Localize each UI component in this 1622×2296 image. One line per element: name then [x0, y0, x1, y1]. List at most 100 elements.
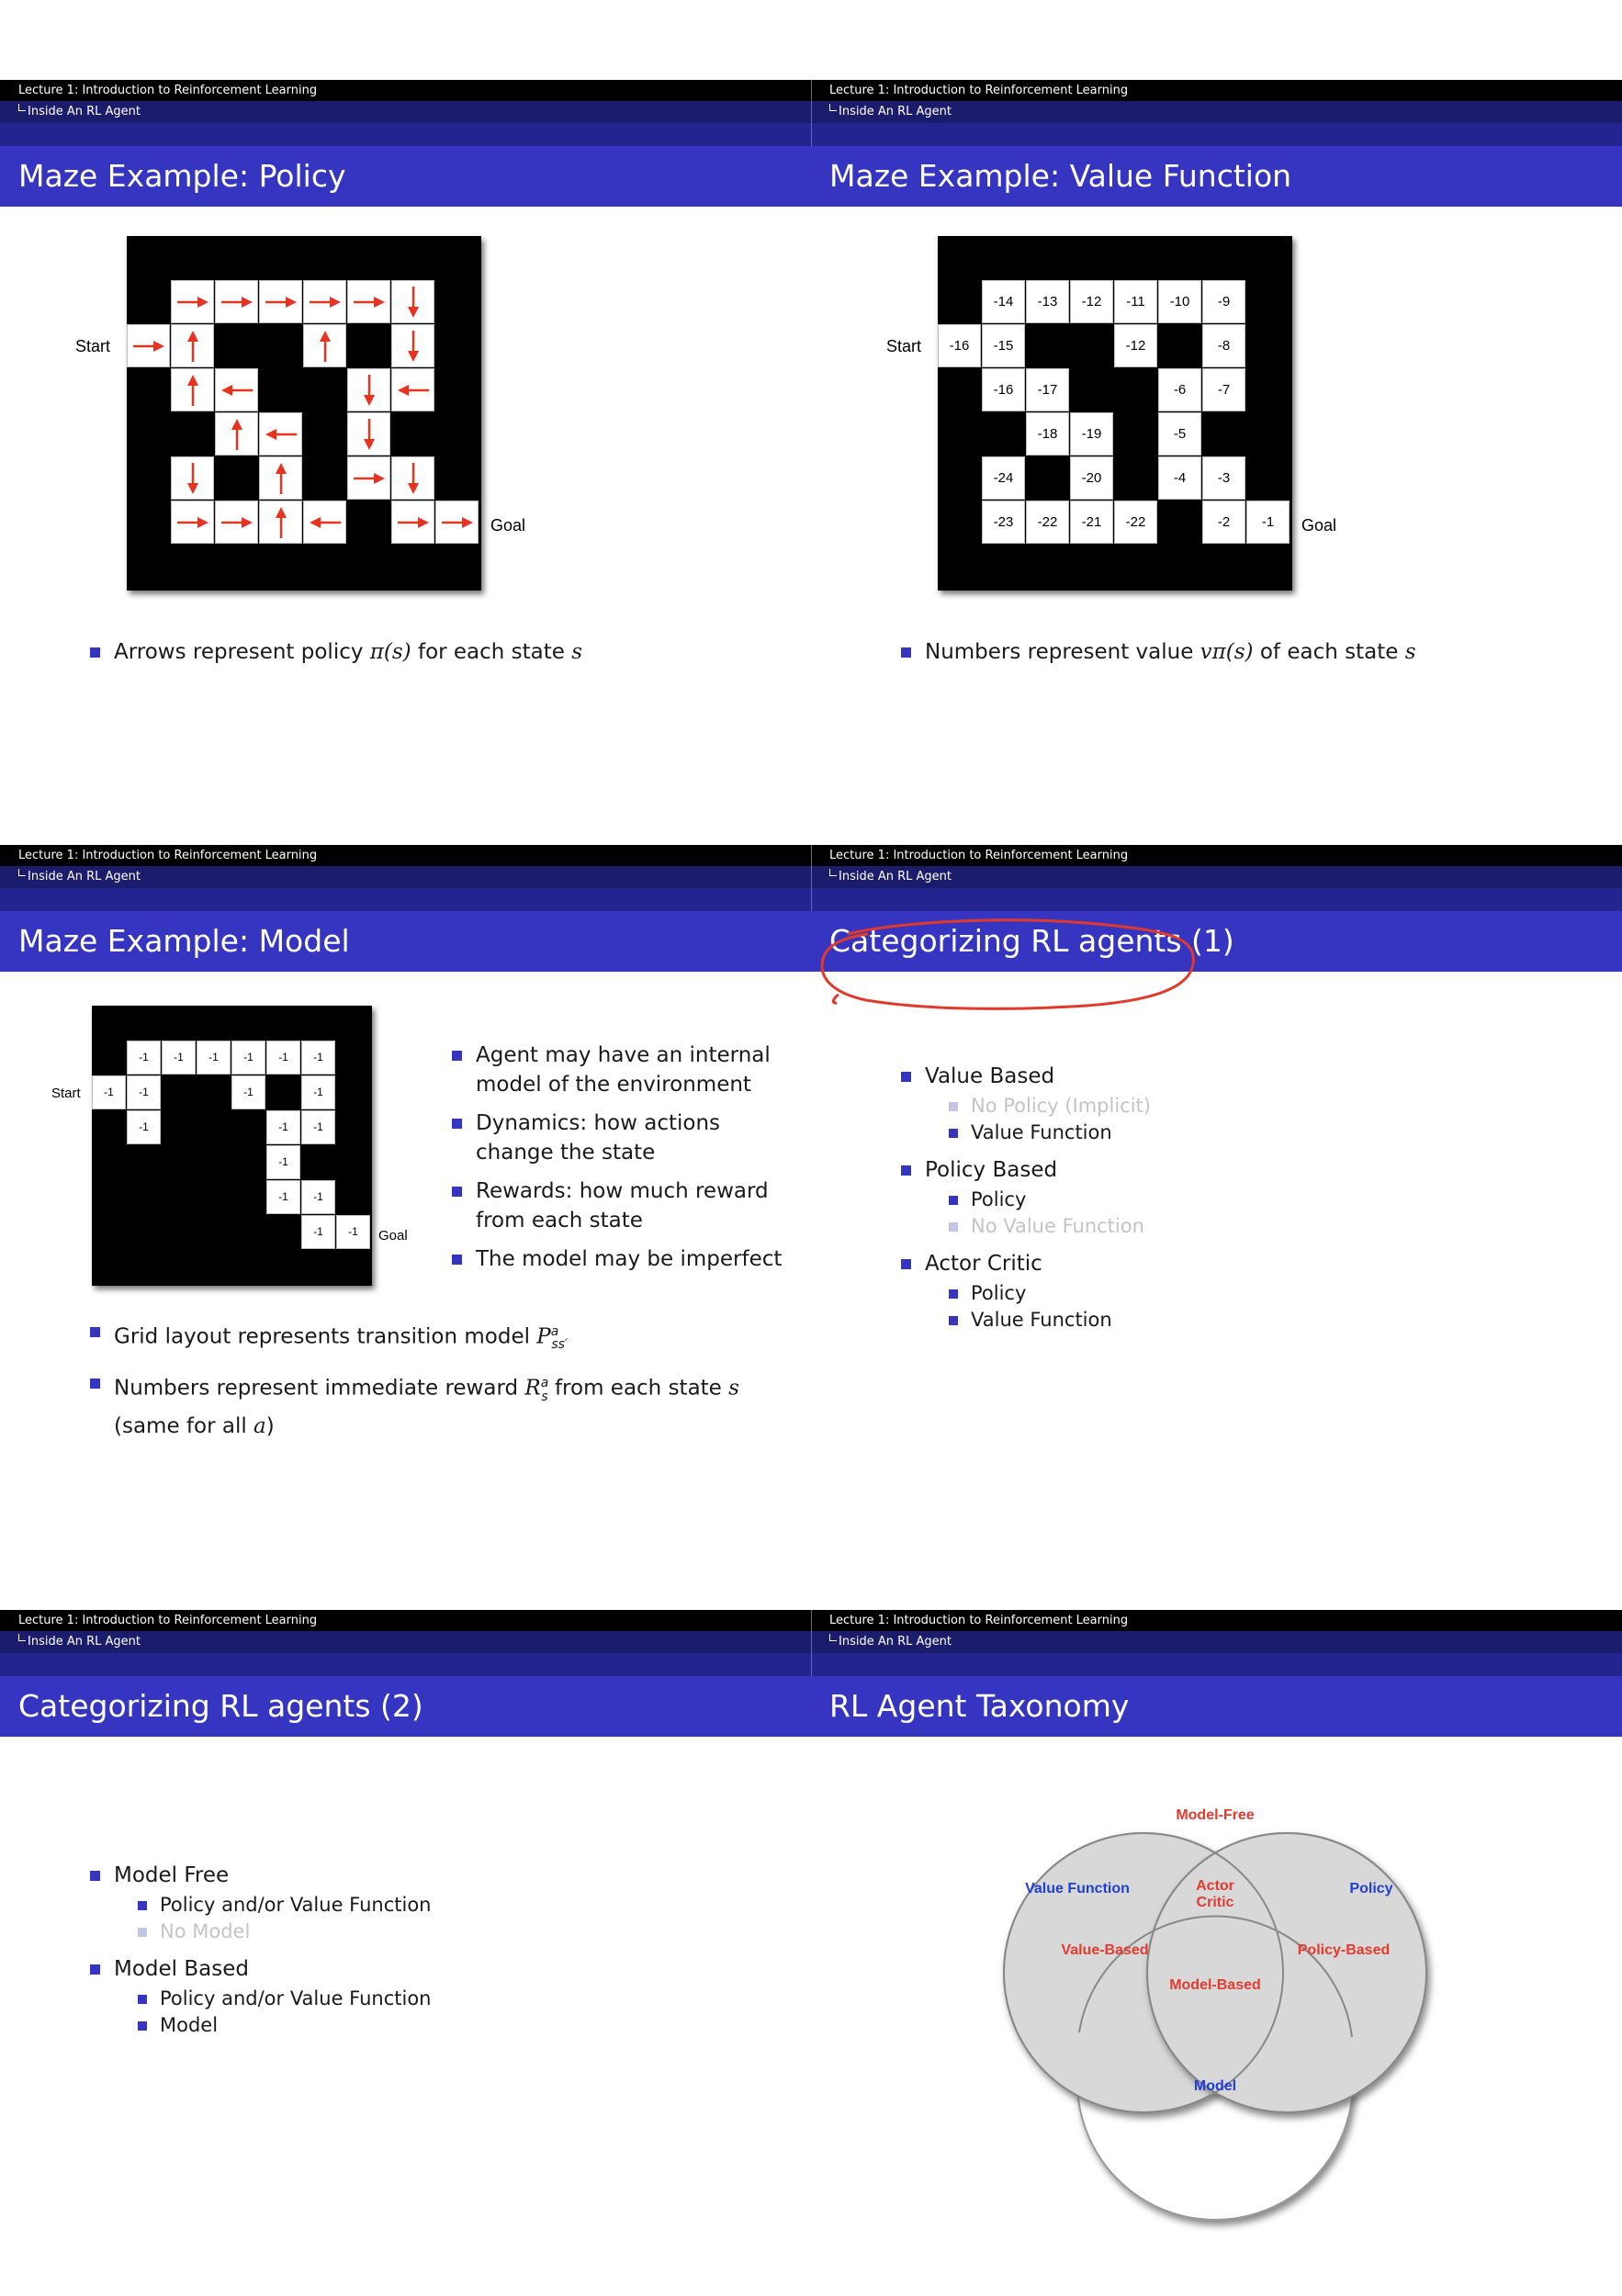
- policy-arrow-icon: [231, 419, 242, 450]
- value-cell: -4: [1158, 456, 1201, 500]
- lecture-title: Lecture 1: Introduction to Reinforcement…: [811, 845, 1622, 866]
- reward-cell: -1: [301, 1180, 335, 1214]
- value-cell: -22: [1114, 501, 1157, 544]
- taxonomy-venn: [1003, 1832, 1427, 2221]
- model-label: Model: [1193, 2078, 1237, 2094]
- section-title: Inside An RL Agent: [811, 1631, 1622, 1653]
- policy-maze: [127, 236, 481, 591]
- value-cell: -11: [1114, 280, 1157, 323]
- slide-header: Lecture 1: Introduction to Reinforcement…: [811, 80, 1622, 146]
- value-cell: -17: [1026, 368, 1069, 411]
- value-cell: -12: [1070, 280, 1113, 323]
- value-cell: -21: [1070, 501, 1113, 544]
- policy-label: Policy: [1349, 1881, 1393, 1896]
- section-label: Inside An RL Agent: [839, 1635, 952, 1649]
- lecture-title: Lecture 1: Introduction to Reinforcement…: [811, 80, 1622, 101]
- section-title: Inside An RL Agent: [811, 866, 1622, 888]
- policy-arrow-icon: [408, 463, 419, 494]
- reward-cell: -1: [127, 1075, 161, 1109]
- policy-circle: [1146, 1832, 1427, 2113]
- value-cell: -3: [1202, 456, 1245, 500]
- section-title: Inside An RL Agent: [0, 1631, 811, 1653]
- section-label: Inside An RL Agent: [839, 870, 952, 884]
- reward-cell: -1: [162, 1041, 196, 1075]
- value-bullets: Numbers represent value vπ(s) of each st…: [901, 637, 1416, 676]
- policy-arrow-icon: [221, 297, 253, 308]
- value-cell: -9: [1202, 280, 1245, 323]
- value-cell: -5: [1158, 412, 1201, 456]
- model-based-label: Model-Based: [1169, 1977, 1261, 1993]
- policy-arrow-icon: [177, 517, 208, 528]
- goal-label: Goal: [378, 1228, 408, 1244]
- policy-arrow-icon: [276, 463, 287, 494]
- section-label: Inside An RL Agent: [28, 1635, 141, 1649]
- goal-label: Goal: [1301, 516, 1337, 535]
- slide-title: Maze Example: Model: [0, 911, 811, 972]
- reward-cell: -1: [266, 1041, 300, 1075]
- slide-taxonomy: Lecture 1: Introduction to Reinforcement…: [811, 1610, 1622, 2253]
- value-cell: -16: [938, 324, 981, 367]
- bullet-item: Numbers represent value vπ(s) of each st…: [901, 637, 1416, 667]
- policy-arrows: [133, 287, 473, 538]
- value-cell: -24: [982, 456, 1025, 500]
- slide-header: Lecture 1: Introduction to Reinforcement…: [811, 1610, 1622, 1676]
- value-cell: -20: [1070, 456, 1113, 500]
- reward-cell: -1: [266, 1145, 300, 1179]
- bullet-item: Model Based Policy and/or Value Function…: [90, 1954, 432, 2039]
- value-cell: -1: [1246, 501, 1290, 544]
- value-cell: -13: [1026, 280, 1069, 323]
- annotation-circle: [820, 918, 1195, 1010]
- sub-bullet-item: Value Function: [949, 1307, 1151, 1334]
- reward-cell: -1: [197, 1041, 231, 1075]
- cat1-bullets: Value Based No Policy (Implicit)Value Fu…: [901, 1062, 1151, 1343]
- sub-bullet-item: Policy: [949, 1280, 1151, 1307]
- policy-arrow-icon: [133, 341, 164, 352]
- section-title: Inside An RL Agent: [811, 101, 1622, 123]
- policy-arrow-icon: [442, 517, 473, 528]
- value-cell: -6: [1158, 368, 1201, 411]
- policy-arrow-icon: [364, 419, 375, 450]
- policy-bullets: Arrows represent policy π(s) for each st…: [90, 637, 582, 676]
- goal-label: Goal: [490, 516, 526, 535]
- policy-arrow-icon: [398, 517, 429, 528]
- reward-cell: -1: [127, 1110, 161, 1144]
- sub-bullet-item: No Model: [138, 1919, 432, 1945]
- slide-model: Lecture 1: Introduction to Reinforcement…: [0, 845, 811, 1488]
- sub-bullet-item: Policy and/or Value Function: [138, 1892, 432, 1919]
- slide-title: RL Agent Taxonomy: [811, 1676, 1622, 1737]
- start-label: Start: [75, 337, 111, 355]
- slide-title: Categorizing RL agents (1): [811, 911, 1622, 972]
- lecture-title: Lecture 1: Introduction to Reinforcement…: [0, 80, 811, 101]
- sub-bullet-item: Policy: [949, 1187, 1151, 1213]
- policy-arrow-icon: [364, 375, 375, 406]
- reward-cell: -1: [92, 1075, 126, 1109]
- policy-arrow-icon: [265, 297, 297, 308]
- section-label: Inside An RL Agent: [28, 870, 141, 884]
- slide-header: Lecture 1: Introduction to Reinforcement…: [0, 80, 811, 146]
- policy-arrow-icon: [354, 297, 385, 308]
- policy-arrow-icon: [310, 517, 341, 528]
- policy-arrow-icon: [408, 287, 419, 318]
- slide-policy: Lecture 1: Introduction to Reinforcement…: [0, 80, 811, 723]
- actor-critic-label-2: Critic: [1196, 1895, 1234, 1910]
- reward-cell: -1: [301, 1041, 335, 1075]
- slide-title: Categorizing RL agents (2): [0, 1676, 811, 1737]
- reward-cell: -1: [301, 1075, 335, 1109]
- model-right-bullets: Agent may have an internal model of the …: [452, 1041, 783, 1283]
- policy-arrow-icon: [177, 297, 208, 308]
- model-bottom-bullets: Grid layout represents transition model …: [90, 1317, 751, 1450]
- bullet-item: Agent may have an internal model of the …: [452, 1041, 783, 1099]
- bullet-item: Rewards: how much reward from each state: [452, 1176, 783, 1235]
- value-cell: -19: [1070, 412, 1113, 456]
- sub-bullet-item: No Policy (Implicit): [949, 1093, 1151, 1120]
- reward-cell: -1: [266, 1110, 300, 1144]
- value-cell: -2: [1202, 501, 1245, 544]
- reward-cell: -1: [127, 1041, 161, 1075]
- reward-cell: -1: [231, 1075, 265, 1109]
- reward-cell: -1: [301, 1110, 335, 1144]
- lecture-title: Lecture 1: Introduction to Reinforcement…: [811, 1610, 1622, 1631]
- value-based-label: Value-Based: [1061, 1942, 1149, 1958]
- policy-arrow-icon: [187, 463, 198, 494]
